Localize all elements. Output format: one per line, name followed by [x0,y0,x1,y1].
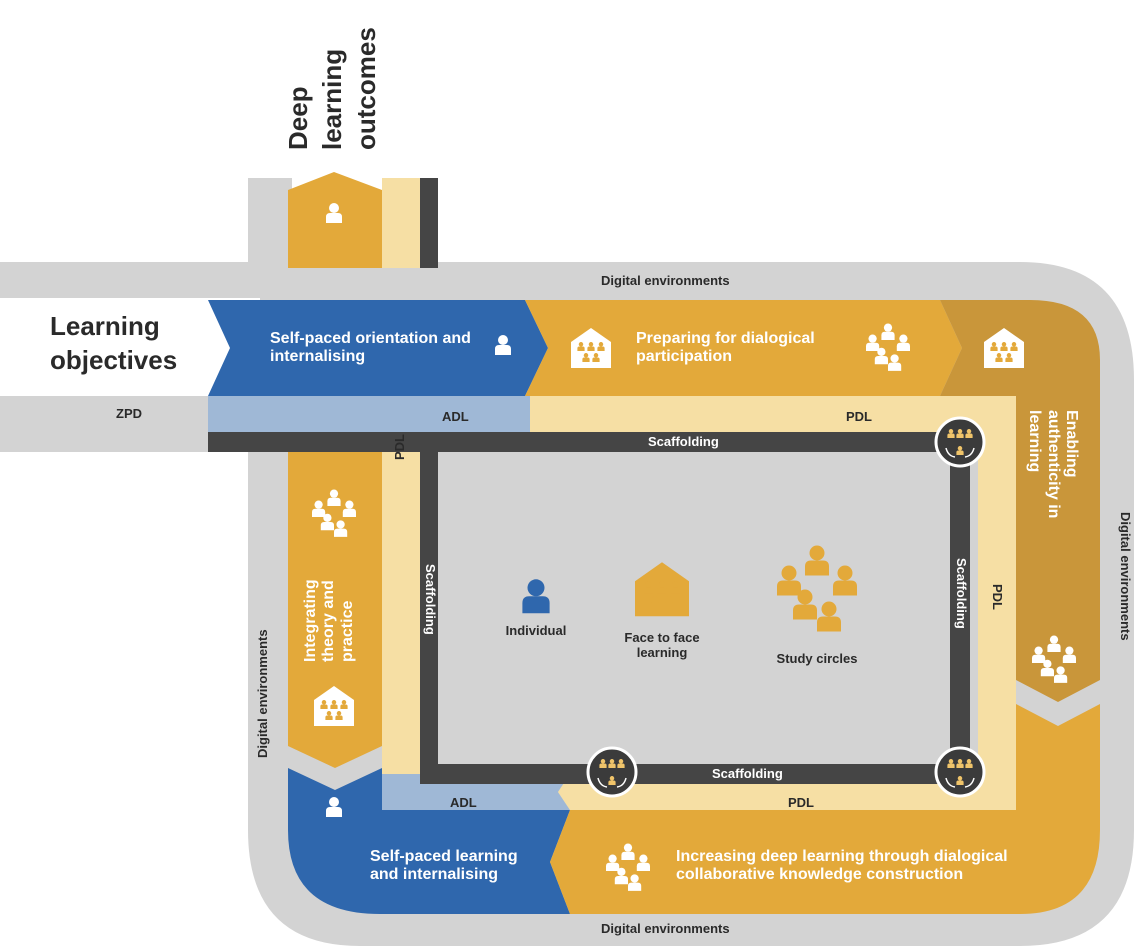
outcome-dark-strip [420,178,438,268]
study-circle-node-bottom-left [588,748,636,796]
legend-face-to-face-label: Face to face learning [624,630,700,660]
digital-env-left: Digital environments [255,629,270,758]
phase-self-paced-learning: Self-paced learning and internalising [370,848,518,884]
pdl-right: PDL [990,584,1005,610]
scaffolding-top-label: Scaffolding [648,434,719,449]
phase-increasing: Increasing deep learning through dialogi… [676,848,1008,884]
scaffolding-right-label: Scaffolding [954,558,969,629]
adl-top: ADL [442,409,469,424]
phase-enabling: Enabling authenticity in learning [1026,410,1080,519]
outcome-cream-strip [382,178,420,268]
pdl-band-top [530,396,1016,432]
gold-increasing-band [550,704,1100,914]
gold-integrating-band [288,452,382,768]
learning-objectives-title-2: objectives [50,345,178,375]
scaffolding-left-label: Scaffolding [423,564,438,635]
blue-self-paced-band [288,768,570,914]
deep-outcome-title-line3: outcomes [351,27,381,150]
outcome-grey-strip [248,178,292,268]
zpd-band [0,396,208,432]
adl-band-top [208,396,545,432]
scaffolding-left [420,432,438,782]
blue-orientation-band [208,300,548,396]
digital-env-right: Digital environments [1118,512,1133,641]
digital-env-top: Digital environments [601,273,730,288]
pdl-left: PDL [392,434,407,460]
deep-outcome-title-line1: Deep [283,86,313,150]
legend-individual-label: Individual [505,623,567,638]
phase-preparing: Preparing for dialogical participation [636,330,815,366]
phase-self-paced-orientation: Self-paced orientation and internalising [270,330,471,366]
pdl-top: PDL [846,409,872,424]
zpd-label: ZPD [116,406,142,421]
study-circle-node-bottom-right [936,748,984,796]
gold-preparing-band [525,300,962,396]
scaffolding-right [950,432,970,784]
digital-env-bottom: Digital environments [601,921,730,936]
pdl-bottom: PDL [788,795,814,810]
pdl-band-left [382,452,420,774]
pdl-band-right [978,396,1016,806]
legend-study-circles-label: Study circles [776,651,858,666]
scaffolding-bottom [420,764,970,784]
learning-objectives-title-1: Learning [50,311,160,341]
scaffolding-bottom-label: Scaffolding [712,766,783,781]
phase-integrating: Integrating theory and practice [302,579,356,662]
scaffolding-top [208,432,970,452]
study-circle-node-top-right [936,418,984,466]
adl-bottom: ADL [450,795,477,810]
deep-outcome-title-line2: learning [317,48,347,150]
gold-dark-enabling-band [940,300,1100,702]
